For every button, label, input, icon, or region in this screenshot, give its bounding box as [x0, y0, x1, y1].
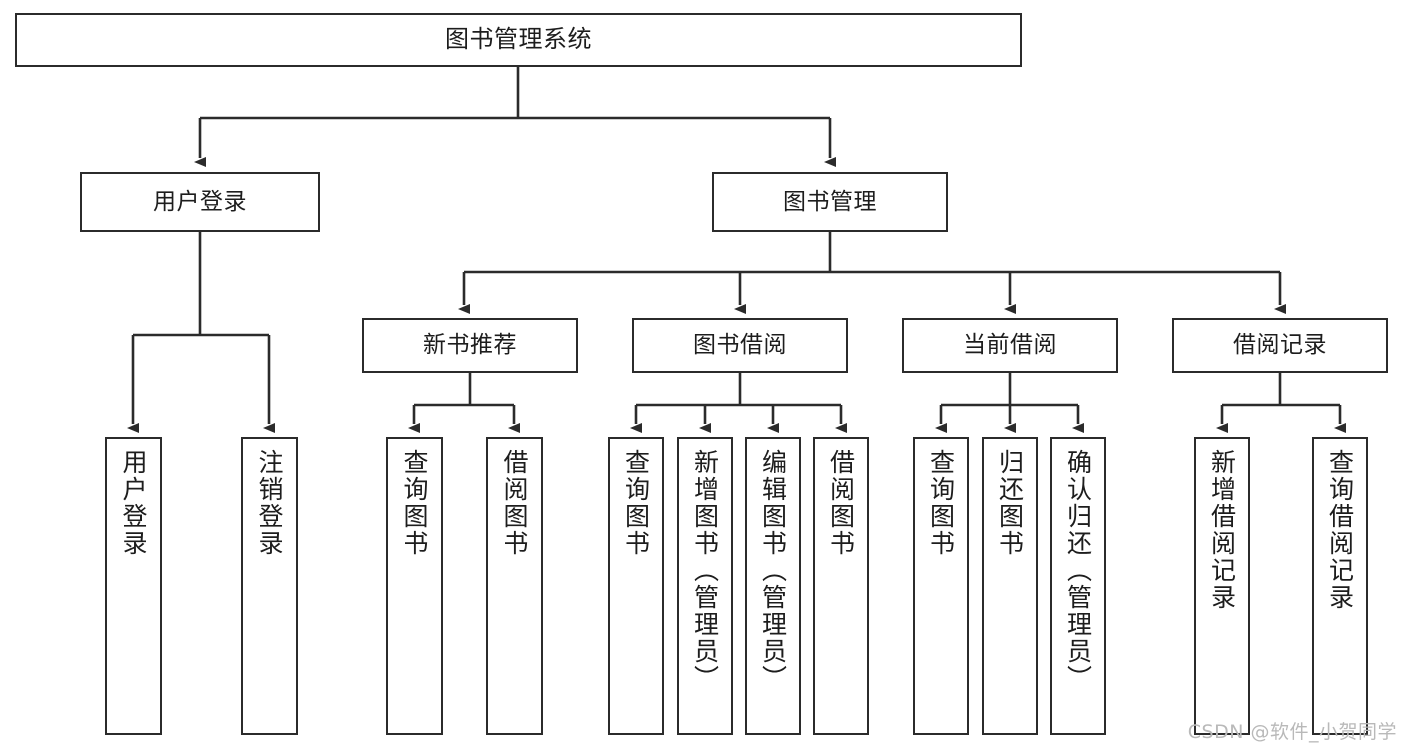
node-leaf-query-book-3[interactable]: 查询图书 [913, 437, 969, 735]
node-book-borrow[interactable]: 图书借阅 [632, 318, 848, 373]
node-new-book-rec[interactable]: 新书推荐 [362, 318, 578, 373]
node-current-borrow-label: 当前借阅 [963, 332, 1057, 359]
node-leaf-query-record[interactable]: 查询借阅记录 [1312, 437, 1368, 735]
node-book-borrow-label: 图书借阅 [693, 332, 787, 359]
node-leaf-borrow-book-2[interactable]: 借阅图书 [813, 437, 869, 735]
node-book-manage[interactable]: 图书管理 [712, 172, 948, 232]
node-user-login[interactable]: 用户登录 [80, 172, 320, 232]
node-leaf-user-login[interactable]: 用户登录 [105, 437, 162, 735]
node-leaf-return-book-label: 归还图书 [995, 449, 1025, 557]
node-leaf-query-book-3-label: 查询图书 [926, 449, 956, 557]
node-root[interactable]: 图书管理系统 [15, 13, 1022, 67]
node-leaf-query-book-2-label: 查询图书 [621, 449, 651, 557]
node-leaf-edit-book-label: 编辑图书（管理员） [758, 449, 788, 692]
node-leaf-edit-book[interactable]: 编辑图书（管理员） [745, 437, 801, 735]
node-root-label: 图书管理系统 [445, 25, 592, 54]
node-leaf-borrow-book-2-label: 借阅图书 [826, 449, 856, 557]
node-leaf-query-record-label: 查询借阅记录 [1325, 449, 1355, 611]
node-leaf-query-book-1-label: 查询图书 [400, 449, 429, 557]
node-user-login-label: 用户登录 [153, 188, 247, 215]
watermark: CSDN @软件_小贺同学 [1187, 721, 1397, 743]
node-current-borrow[interactable]: 当前借阅 [902, 318, 1118, 373]
node-new-book-rec-label: 新书推荐 [423, 332, 517, 359]
node-book-manage-label: 图书管理 [783, 188, 877, 215]
node-leaf-confirm-return[interactable]: 确认归还（管理员） [1050, 437, 1106, 735]
node-borrow-record[interactable]: 借阅记录 [1172, 318, 1388, 373]
node-leaf-logout[interactable]: 注销登录 [241, 437, 298, 735]
node-leaf-return-book[interactable]: 归还图书 [982, 437, 1038, 735]
node-leaf-add-book[interactable]: 新增图书（管理员） [677, 437, 733, 735]
node-leaf-user-login-label: 用户登录 [119, 449, 148, 557]
node-leaf-add-record-label: 新增借阅记录 [1207, 449, 1237, 611]
node-leaf-logout-label: 注销登录 [255, 449, 284, 557]
node-leaf-query-book-1[interactable]: 查询图书 [386, 437, 443, 735]
node-leaf-add-record[interactable]: 新增借阅记录 [1194, 437, 1250, 735]
node-leaf-query-book-2[interactable]: 查询图书 [608, 437, 664, 735]
node-leaf-add-book-label: 新增图书（管理员） [690, 449, 720, 692]
node-leaf-borrow-book-1-label: 借阅图书 [500, 449, 529, 557]
node-borrow-record-label: 借阅记录 [1233, 332, 1327, 359]
node-leaf-borrow-book-1[interactable]: 借阅图书 [486, 437, 543, 735]
node-leaf-confirm-return-label: 确认归还（管理员） [1063, 449, 1093, 692]
